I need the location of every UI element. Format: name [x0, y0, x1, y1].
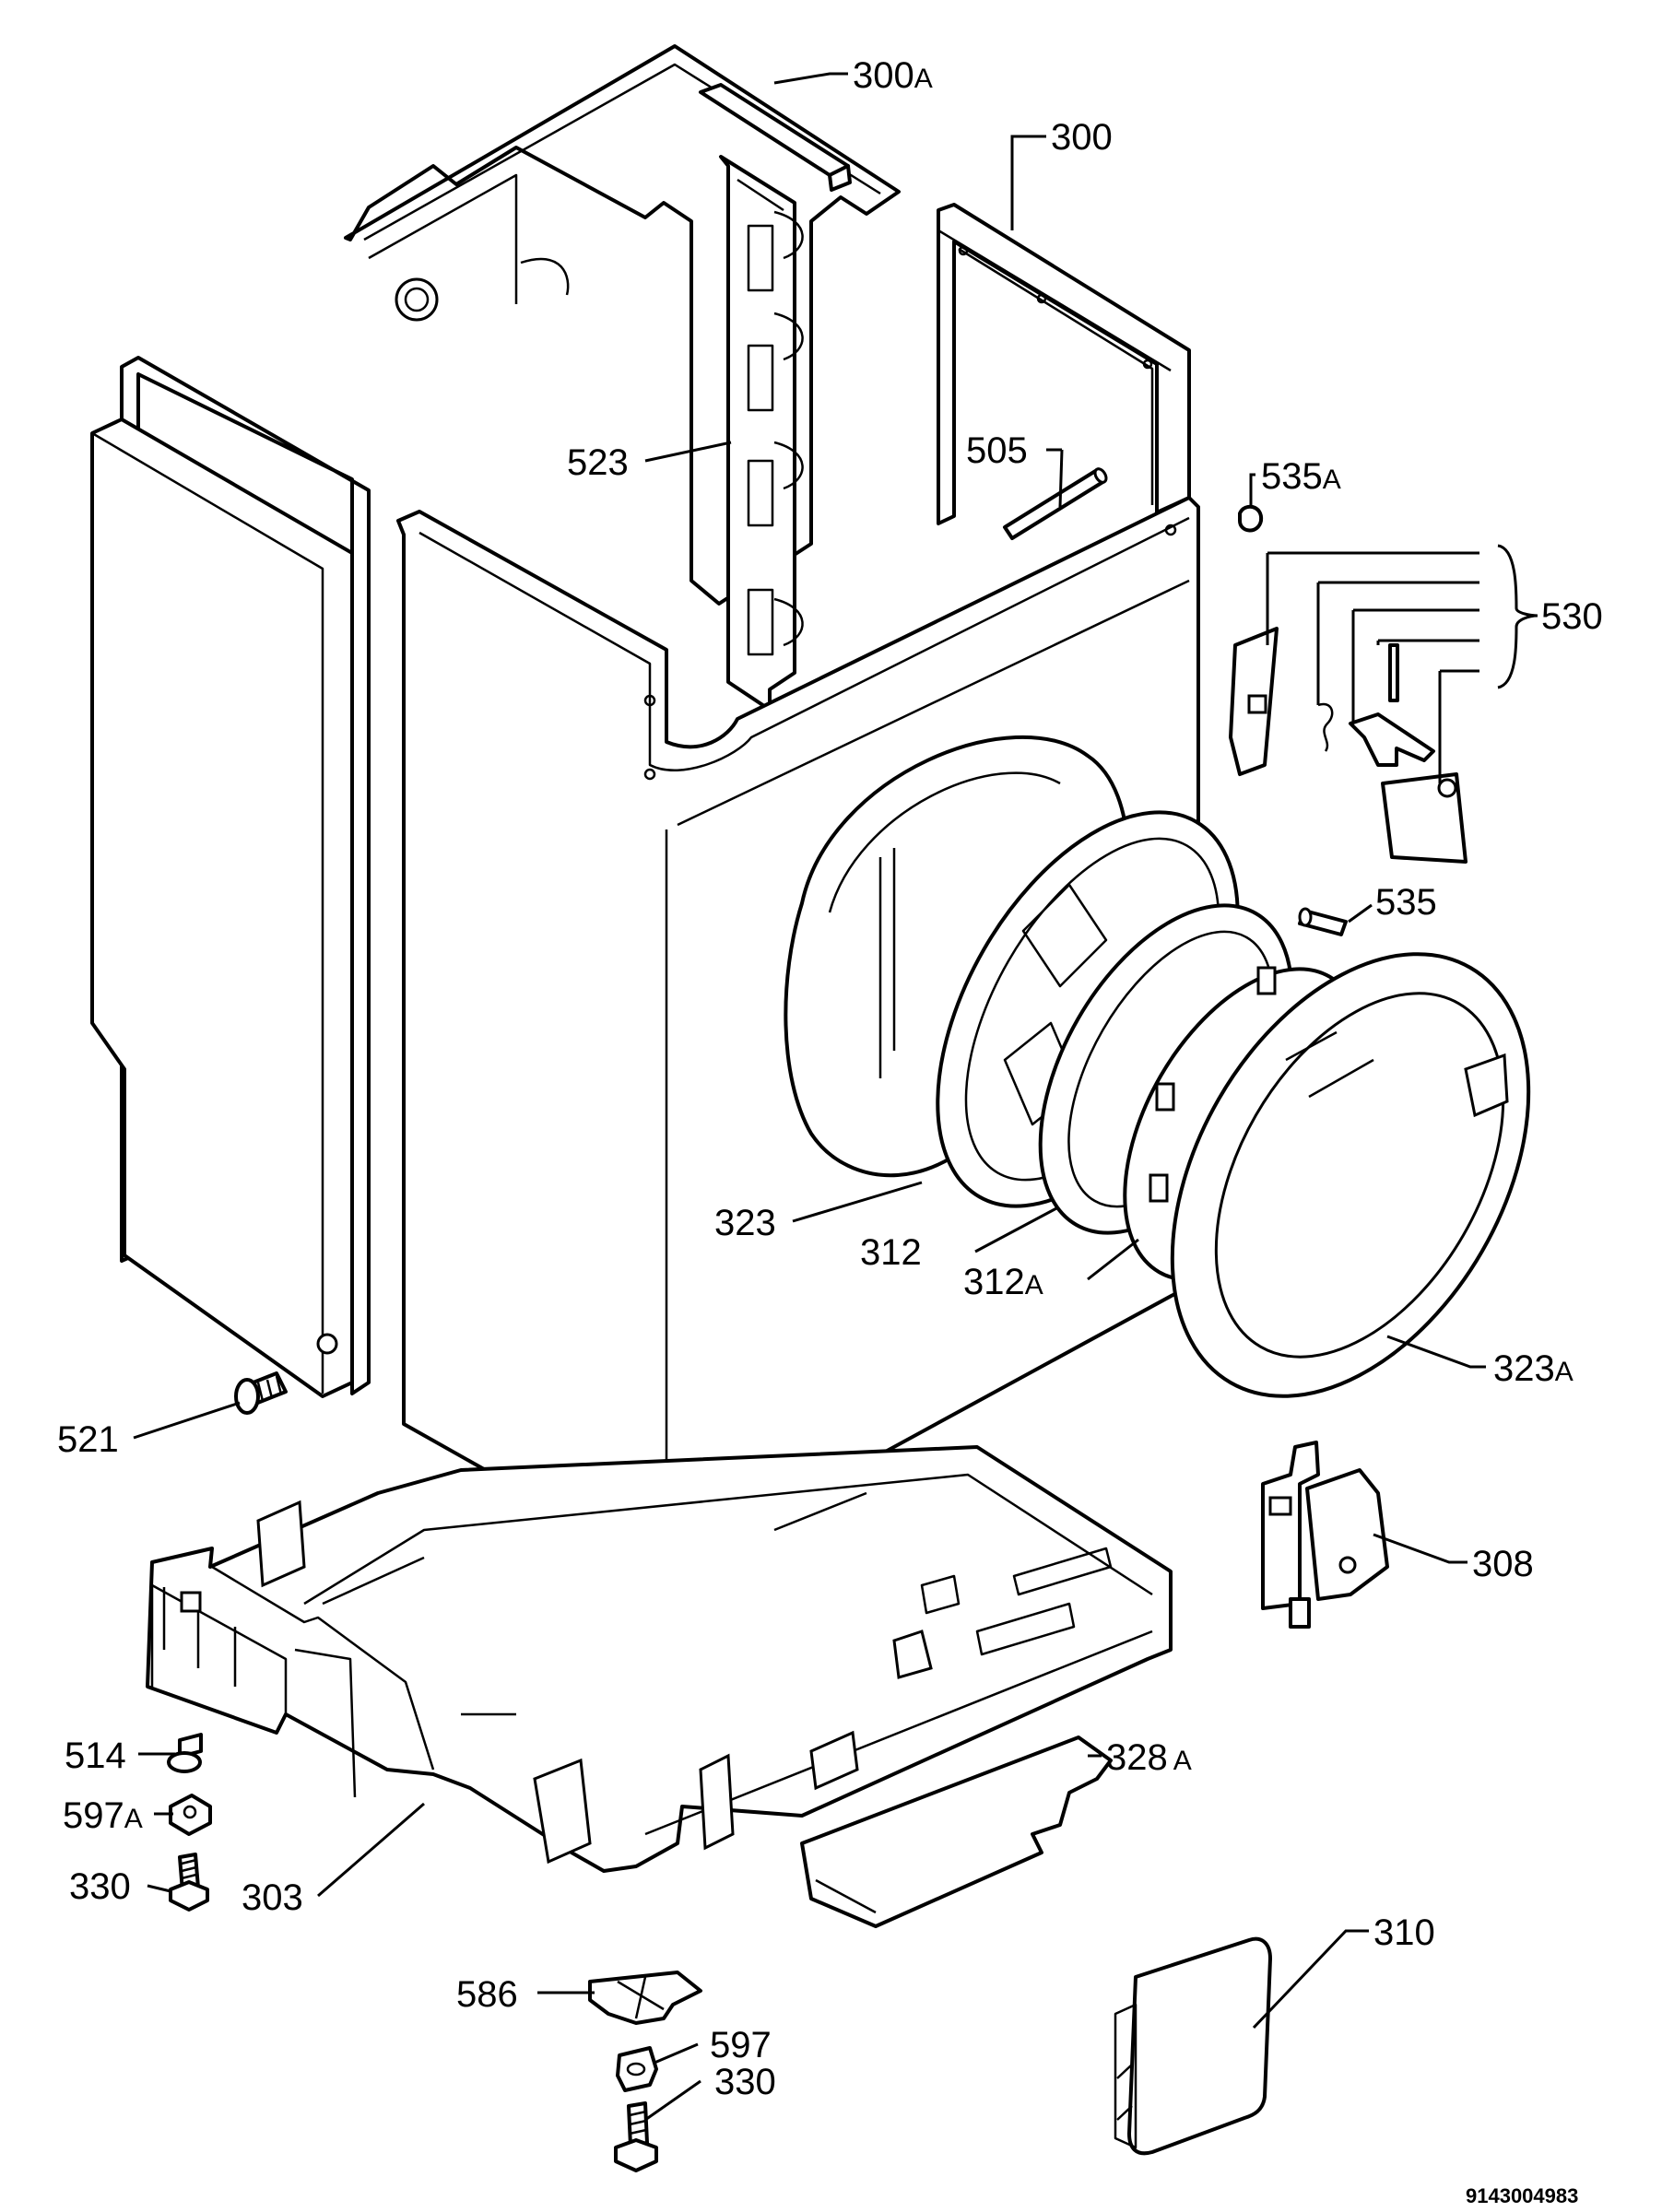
service-flap-310 [1114, 1936, 1272, 2156]
hinge-kit-530 [1229, 627, 1468, 864]
label-535: 535 [1375, 882, 1437, 923]
label-310: 310 [1373, 1912, 1435, 1953]
drawing-code: 9143004983 [1466, 2184, 1578, 2207]
label-597a: 597A [63, 1795, 143, 1836]
label-597: 597 [710, 2025, 772, 2065]
foot-586 [588, 1971, 702, 2025]
label-312: 312 [860, 1232, 922, 1273]
nut-597a [169, 1794, 212, 1836]
label-521: 521 [57, 1419, 119, 1460]
screw-514 [167, 1733, 203, 1773]
left-side-panel [90, 356, 371, 1398]
rear-panel-frame-300 [937, 203, 1191, 525]
cap-535a [1238, 504, 1264, 533]
front-panel [396, 496, 1200, 1573]
label-323: 323 [714, 1203, 776, 1243]
label-308: 308 [1472, 1544, 1534, 1584]
pin-535 [1298, 907, 1348, 936]
label-535a: 535A [1261, 456, 1341, 497]
nut-597 [616, 2046, 658, 2092]
label-514: 514 [65, 1735, 126, 1776]
label-330-bottom: 330 [714, 2062, 776, 2102]
base-frame-303 [146, 1445, 1173, 1873]
label-303: 303 [242, 1877, 303, 1918]
plate-328a [800, 1735, 1113, 1928]
label-505: 505 [966, 430, 1028, 471]
door-outer-ring-323a [1170, 952, 1531, 1398]
leader-lines [133, 72, 1538, 2122]
rod-505 [1003, 467, 1108, 540]
part-labels: 300A 300 523 505 535A 530 535 323 312 31… [57, 55, 1603, 2207]
bolt-330-left [169, 1853, 209, 1912]
support-bracket-523 [719, 155, 804, 712]
label-323a: 323A [1493, 1348, 1574, 1389]
bolt-521 [234, 1371, 288, 1415]
label-523: 523 [567, 442, 629, 483]
label-586: 586 [456, 1974, 518, 2015]
label-312a: 312A [963, 1262, 1043, 1302]
label-300a: 300A [853, 55, 933, 96]
hinge-308 [1261, 1441, 1389, 1629]
bolt-330-bottom [614, 2101, 658, 2172]
top-rail-300a [699, 83, 852, 192]
label-300: 300 [1051, 117, 1113, 158]
label-330-left: 330 [69, 1866, 131, 1907]
label-530: 530 [1541, 596, 1603, 637]
